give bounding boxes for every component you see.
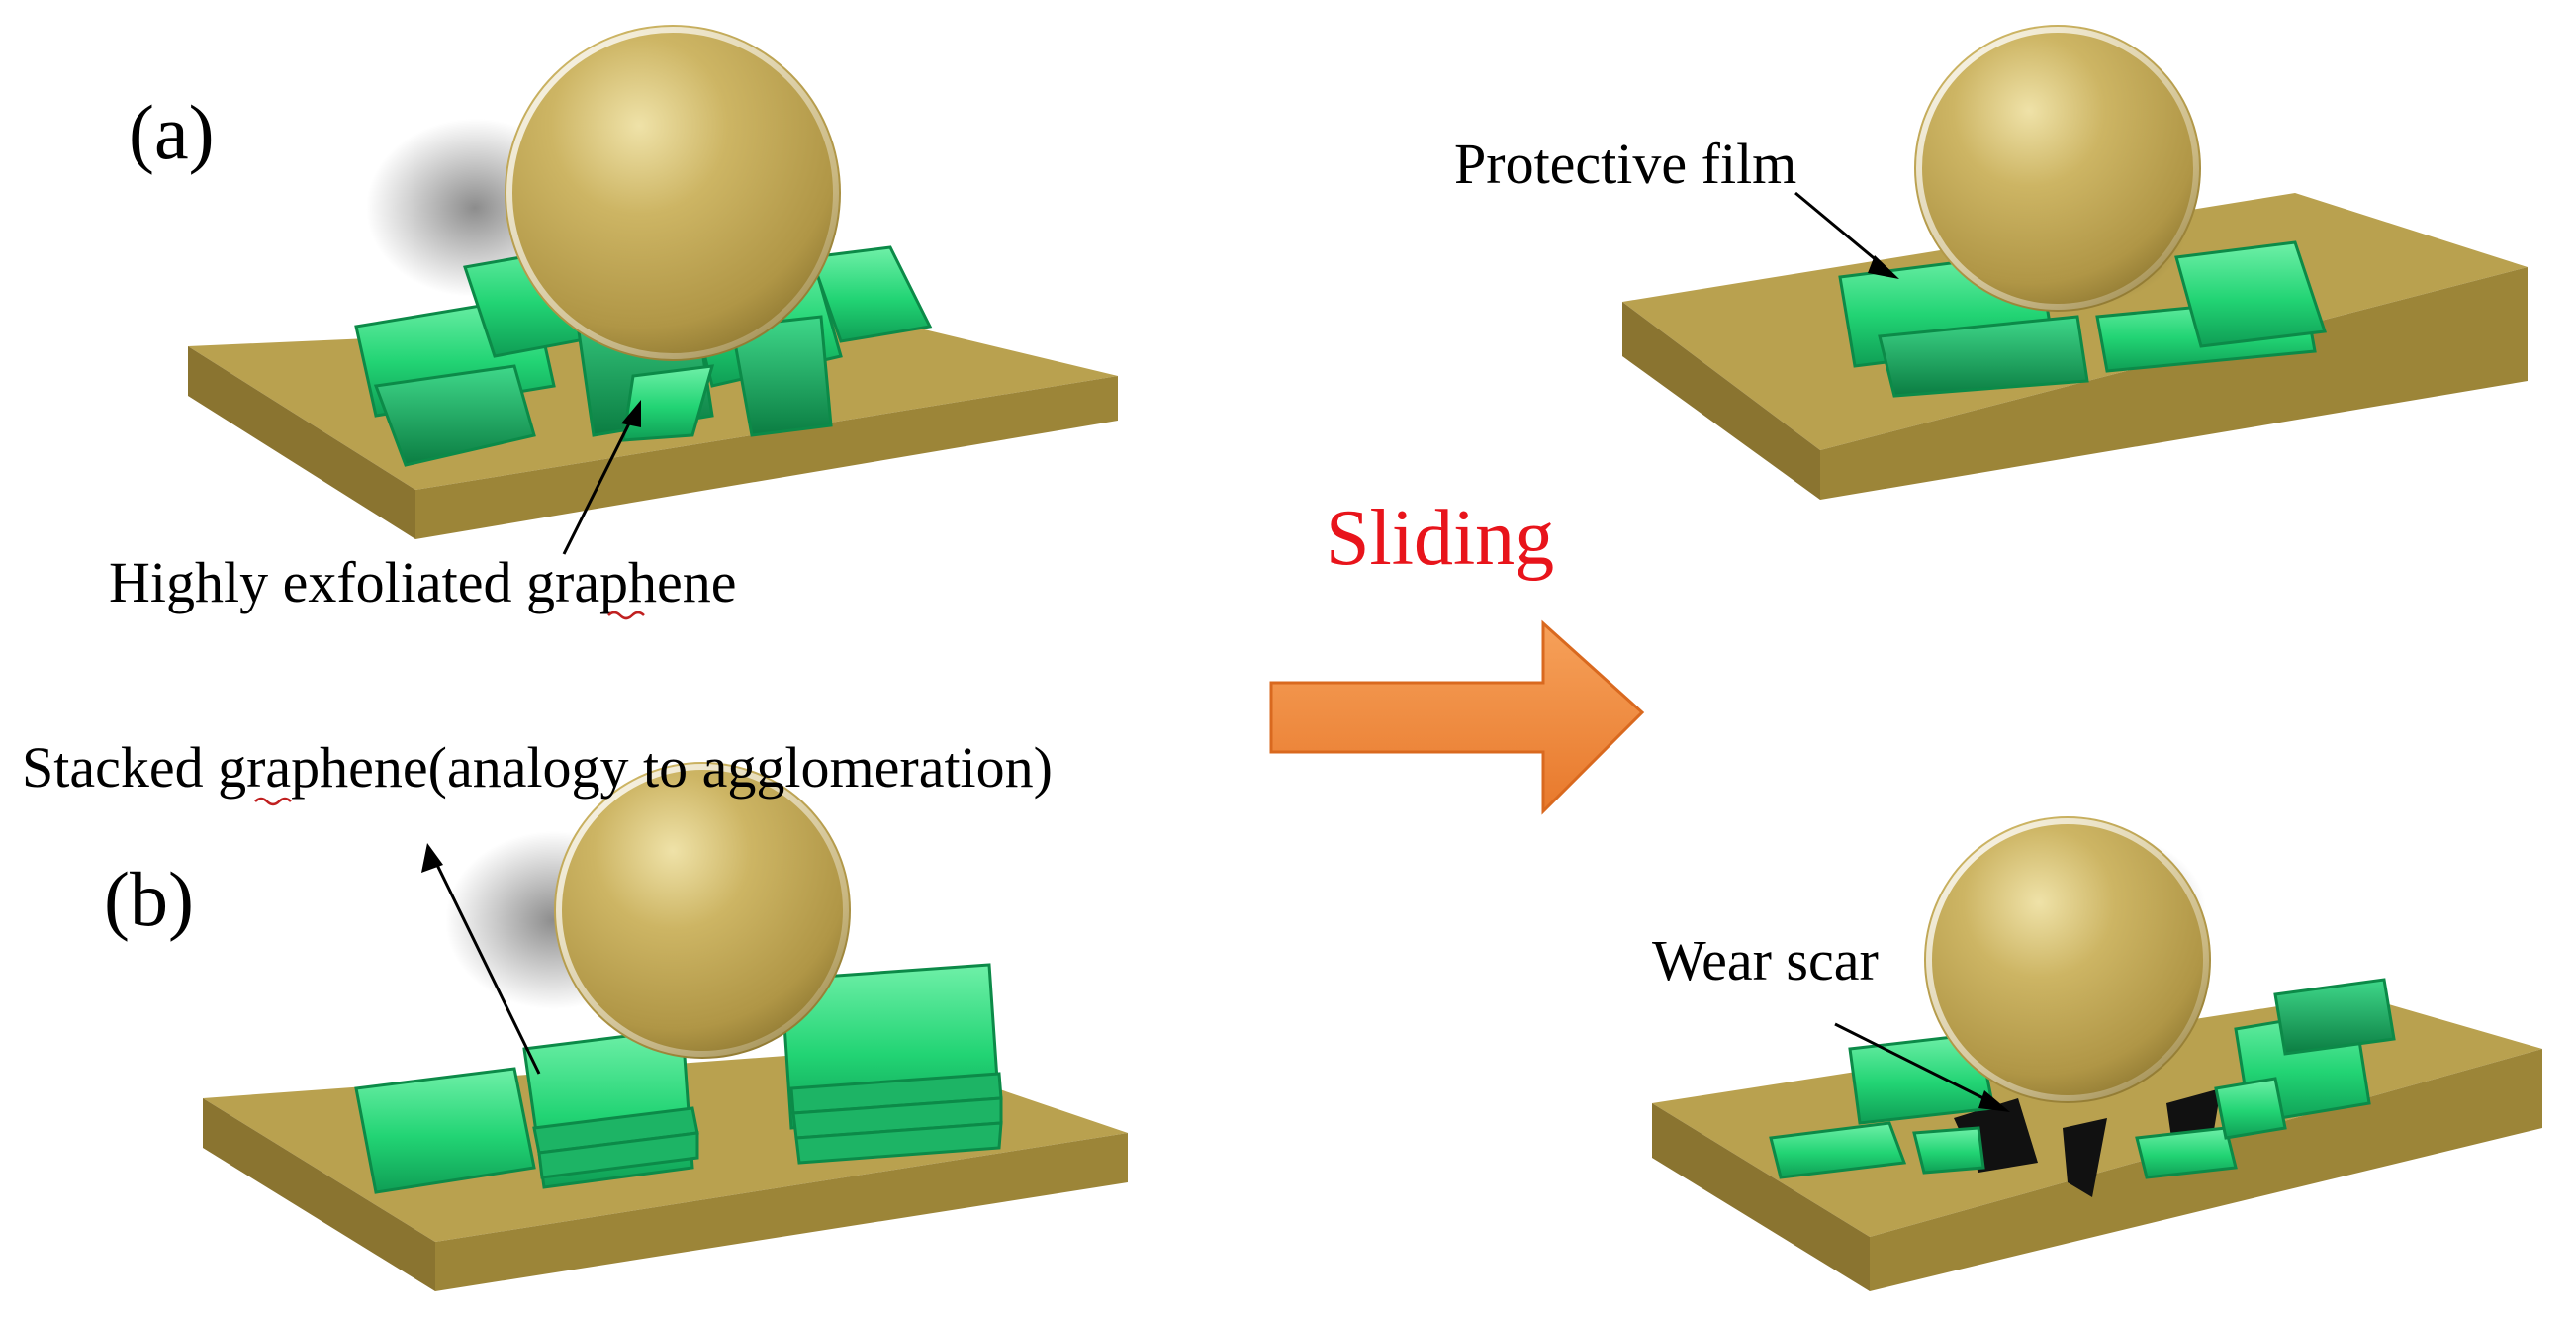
panel-b-before [203, 762, 1128, 1291]
sliding-label: Sliding [1326, 495, 1554, 582]
substrate-front [1820, 267, 2528, 500]
substrate-front [435, 1133, 1128, 1291]
panel-a-after [1622, 25, 2528, 500]
panel-a-label: (a) [129, 89, 215, 175]
substrate-side [188, 346, 415, 539]
ball [1924, 816, 2211, 1103]
sliding-arrow [1269, 619, 1645, 815]
protective-film-label: Protective film [1454, 132, 1796, 196]
substrate-side [1652, 1103, 1870, 1291]
substrate-side [203, 1098, 435, 1291]
wear-scar-label: Wear scar [1652, 928, 1879, 992]
panel-b-after [1652, 816, 2542, 1291]
ball [554, 762, 851, 1059]
panel-b-label: (b) [104, 856, 194, 942]
ball [1914, 25, 2201, 312]
substrate-side [1622, 302, 1820, 500]
ball [505, 25, 841, 361]
stacked-graphene-flakes [354, 963, 1003, 1194]
scattered-graphene-flakes [1769, 978, 2396, 1179]
stacked-graphene-label: Stacked graphene(analogy to agglomeratio… [22, 735, 1053, 800]
panel-a-before [188, 25, 1118, 539]
highly-exfoliated-label: Highly exfoliated graphene [109, 550, 737, 614]
protective-film [1838, 240, 2328, 398]
